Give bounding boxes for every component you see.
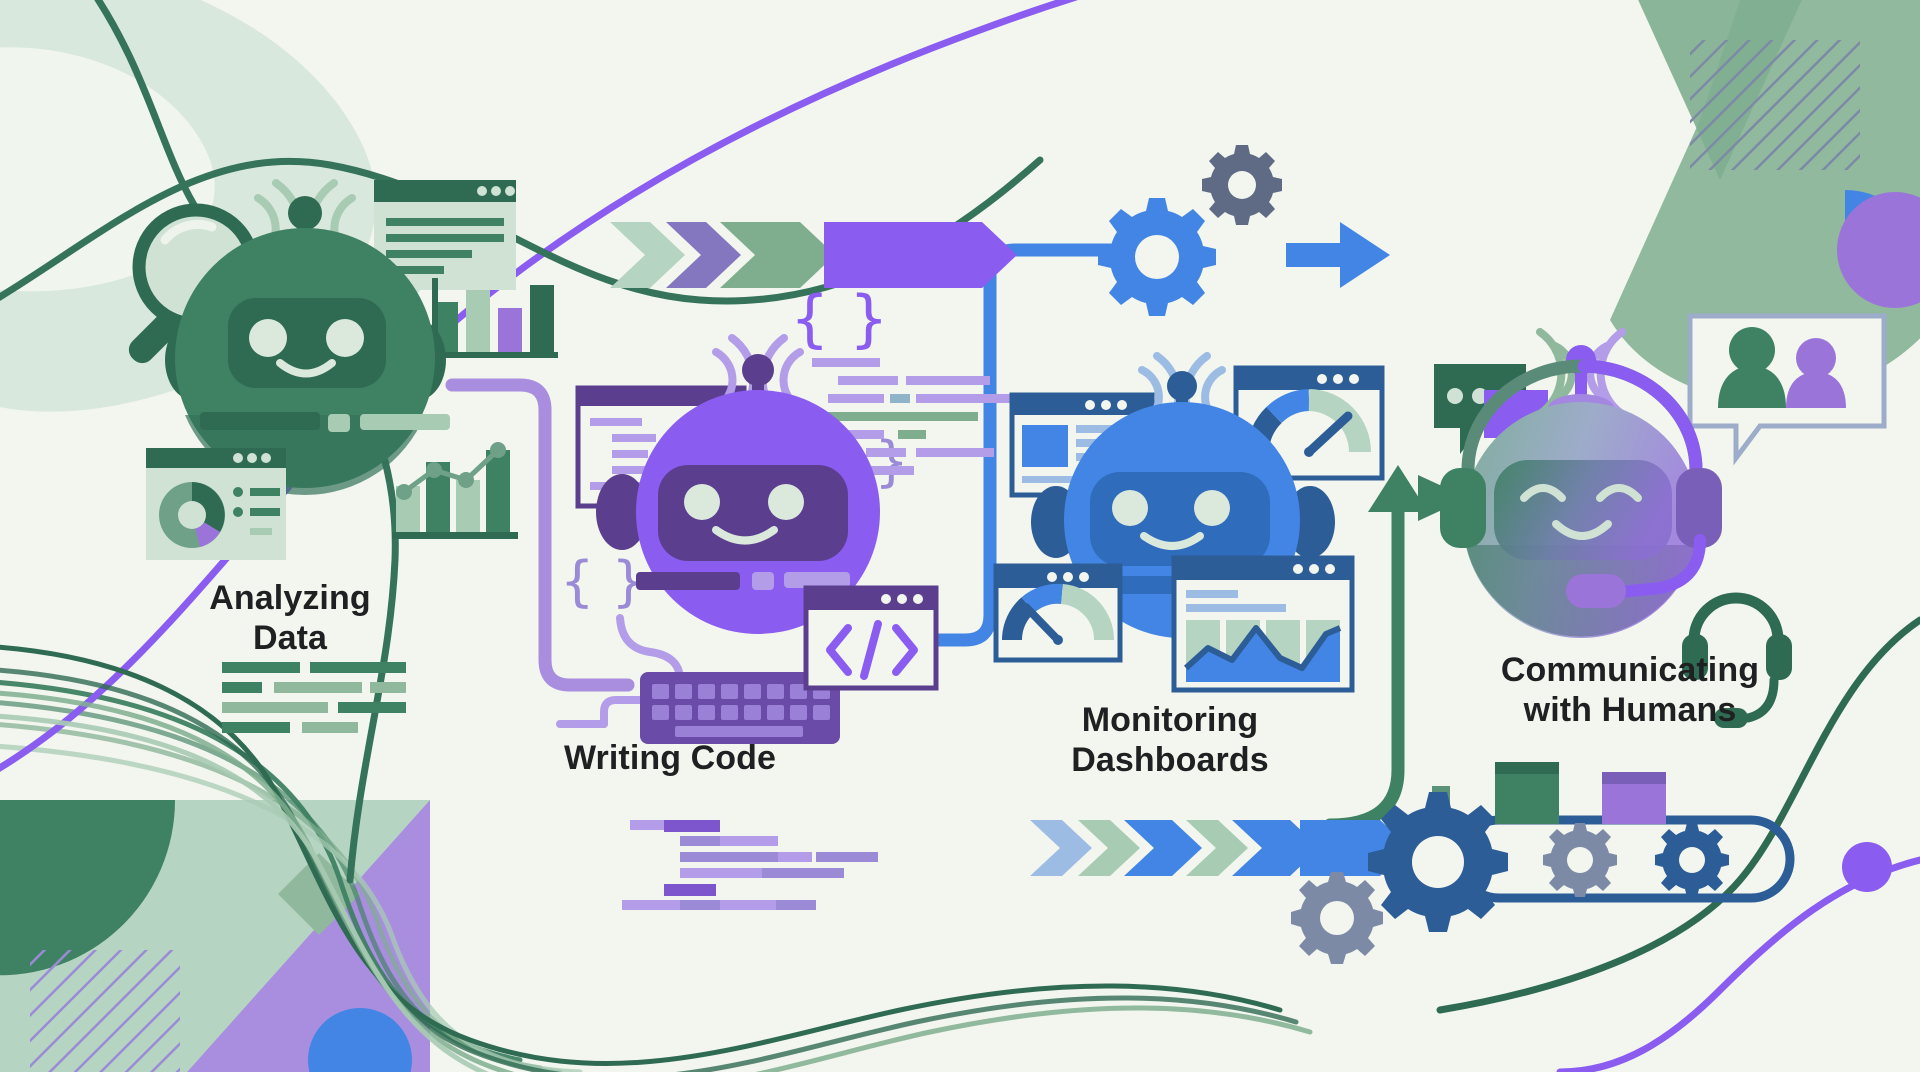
robot-smile bbox=[1140, 532, 1204, 550]
area-chart-window-icon bbox=[1171, 555, 1355, 693]
robot-mouth-dot bbox=[752, 572, 774, 590]
conveyor-belt bbox=[1291, 762, 1795, 964]
diagonal-purple-topleft bbox=[0, 0, 1079, 772]
text-block-purple bbox=[622, 820, 878, 910]
code-tag-window-icon bbox=[803, 585, 939, 691]
hatch-square-bottom-left bbox=[30, 950, 180, 1072]
robot-eye-right bbox=[768, 484, 804, 520]
gear-cluster bbox=[1098, 145, 1390, 316]
arrow-right-icon bbox=[1286, 222, 1390, 288]
text-block-green bbox=[222, 662, 406, 733]
chevron-row-top bbox=[610, 222, 1017, 288]
robot-smile bbox=[1552, 520, 1612, 540]
gauge-window-small-icon bbox=[993, 563, 1123, 663]
people-bubble-icon bbox=[1687, 313, 1887, 466]
curve-strands-bottom bbox=[0, 644, 1313, 1072]
robot-eye-left bbox=[1112, 490, 1148, 526]
decorative-dot bbox=[1842, 842, 1892, 892]
connector-green-to-purple bbox=[445, 378, 635, 692]
arrowhead-up-icon bbox=[1368, 465, 1428, 512]
line-chart-icon bbox=[392, 442, 518, 539]
curve-bundle-left bbox=[0, 680, 583, 1072]
person-green-icon bbox=[1718, 327, 1786, 408]
robot-smile bbox=[276, 359, 336, 378]
svg-text:{ }: { } bbox=[790, 282, 889, 355]
bar-chart-icon bbox=[432, 278, 558, 358]
person-purple-icon bbox=[1786, 338, 1846, 408]
robot-eye-left-closed bbox=[1520, 484, 1566, 502]
robot-smile bbox=[712, 526, 778, 545]
geometry-bottom-left bbox=[0, 800, 430, 1072]
robot-mouth-dot bbox=[328, 414, 350, 432]
robot-head-purple[interactable] bbox=[596, 390, 880, 634]
robot-mouth-bar-right bbox=[360, 414, 450, 430]
pie-chart-window-icon bbox=[146, 448, 286, 560]
robot-eye-left bbox=[684, 484, 720, 520]
robot-ear-left bbox=[596, 474, 648, 550]
circle-bottom-left bbox=[308, 1008, 412, 1072]
circle-cluster-right bbox=[1837, 190, 1920, 308]
hatch-square-top-right bbox=[1690, 40, 1860, 170]
headset-icon bbox=[1440, 359, 1722, 608]
robot-eye-right bbox=[326, 319, 364, 357]
robot-eye-right bbox=[1194, 490, 1230, 526]
headset-accessory-icon bbox=[1682, 592, 1792, 728]
robot-face-plate bbox=[1494, 460, 1672, 560]
robot-mouth-bar-left bbox=[200, 412, 320, 430]
svg-text:{ }: { } bbox=[560, 550, 646, 613]
robot-eye-right-closed bbox=[1596, 484, 1642, 502]
robot-head-gradient[interactable] bbox=[1440, 359, 1792, 728]
robot-head-green[interactable] bbox=[165, 228, 450, 496]
curve-green-bottomright bbox=[1436, 616, 1920, 1014]
keyboard-icon[interactable] bbox=[640, 672, 840, 744]
robot-eye-left bbox=[249, 319, 287, 357]
robot-mouth-bar-left bbox=[636, 572, 740, 590]
robot-mouth-bar-right bbox=[784, 572, 850, 588]
